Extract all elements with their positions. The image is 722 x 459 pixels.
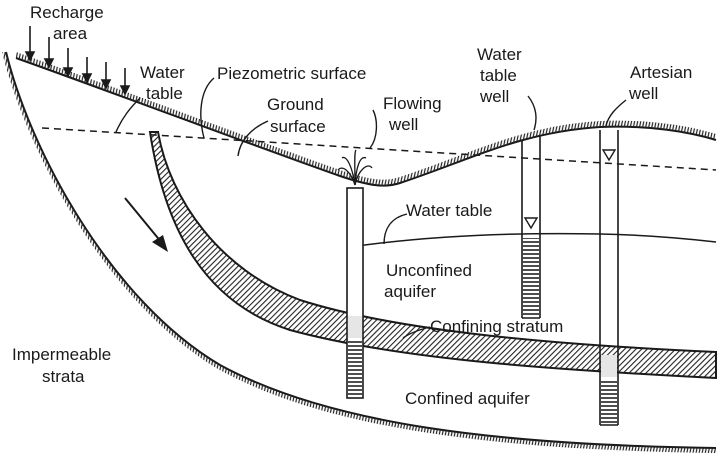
flow-arrow-shaft: [124, 197, 163, 244]
label-impermeable-strata: Impermeable strata: [12, 345, 116, 386]
label-recharge-area: Recharge area: [30, 3, 108, 43]
label-artesian-well: Artesian well: [628, 63, 697, 103]
label-flowing-well: Flowing well: [383, 94, 446, 134]
water-table-well: [521, 136, 541, 319]
water-table-line: [349, 232, 717, 248]
water-level-triangle-icon: [523, 217, 539, 230]
label-water-table-well: Water table well: [477, 45, 526, 106]
label-water-table-top: Water table: [140, 63, 189, 103]
label-ground-surface: Ground surface: [267, 95, 328, 136]
label-confined-aquifer: Confined aquifer: [405, 389, 530, 408]
confining-stratum-band: [148, 131, 717, 380]
label-confining-stratum: Confining stratum: [430, 317, 563, 336]
flow-arrowhead: [152, 235, 168, 252]
piezometric-surface-line: [41, 127, 717, 171]
recharge-arrows: [24, 26, 131, 96]
piezometric-level-triangle-icon: [601, 149, 617, 162]
leader-lines: [115, 77, 627, 339]
flowing-well: [337, 149, 373, 399]
impermeable-boundary-left: [5, 51, 717, 449]
artesian-well: [599, 130, 619, 426]
label-water-table-mid: Water table: [406, 201, 492, 220]
label-piezometric-surface: Piezometric surface: [217, 64, 366, 83]
fountain-spray: [337, 149, 373, 186]
label-unconfined-aquifer: Unconfined aquifer: [384, 261, 477, 301]
